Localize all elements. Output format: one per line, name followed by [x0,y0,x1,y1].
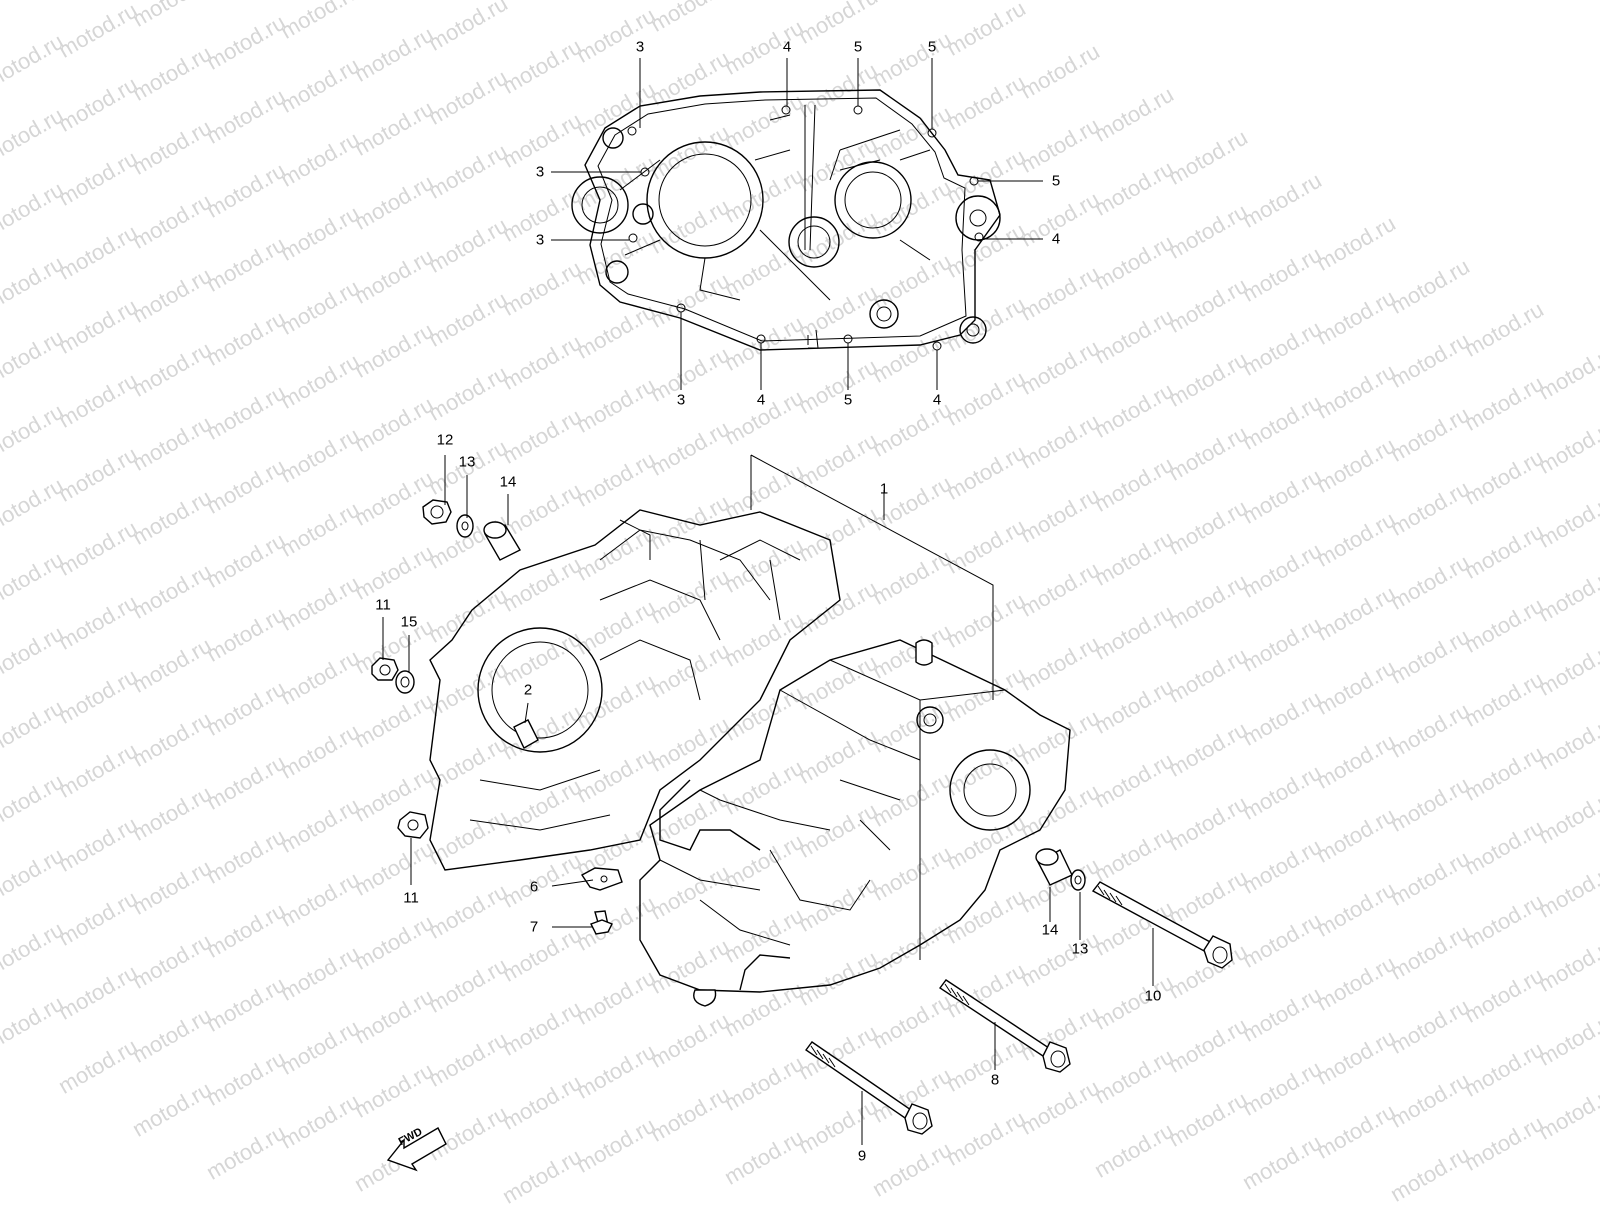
callout-15: 15 [400,613,418,631]
callout-11: 11 [403,889,419,907]
callout-2: 2 [523,681,533,699]
callout-3: 3 [676,391,686,409]
callout-5: 5 [853,38,863,56]
callout-11: 11 [375,596,391,614]
callout-4: 4 [782,38,792,56]
callout-5: 5 [1051,172,1061,190]
callout-6: 6 [529,878,539,896]
callout-12: 12 [436,431,454,449]
callout-13: 13 [1071,940,1089,958]
callout-14: 14 [1041,921,1059,939]
callout-9: 9 [857,1147,867,1165]
leader-lines [382,455,1154,1145]
callout-1: 1 [879,480,889,498]
callout-3: 3 [635,38,645,56]
crankcase-upper-view [551,58,1043,390]
callout-3: 3 [535,231,545,249]
callout-5: 5 [927,38,937,56]
callout-10: 10 [1144,987,1162,1005]
callout-14: 14 [499,473,517,491]
callout-13: 13 [458,453,476,471]
callout-3: 3 [535,163,545,181]
callout-4: 4 [756,391,766,409]
callout-4: 4 [932,391,942,409]
callout-4: 4 [1051,230,1061,248]
callout-7: 7 [529,918,539,936]
small-parts [371,499,1233,1172]
callout-8: 8 [990,1071,1000,1089]
callout-5: 5 [843,391,853,409]
crankcase-assembly [429,454,1071,1007]
